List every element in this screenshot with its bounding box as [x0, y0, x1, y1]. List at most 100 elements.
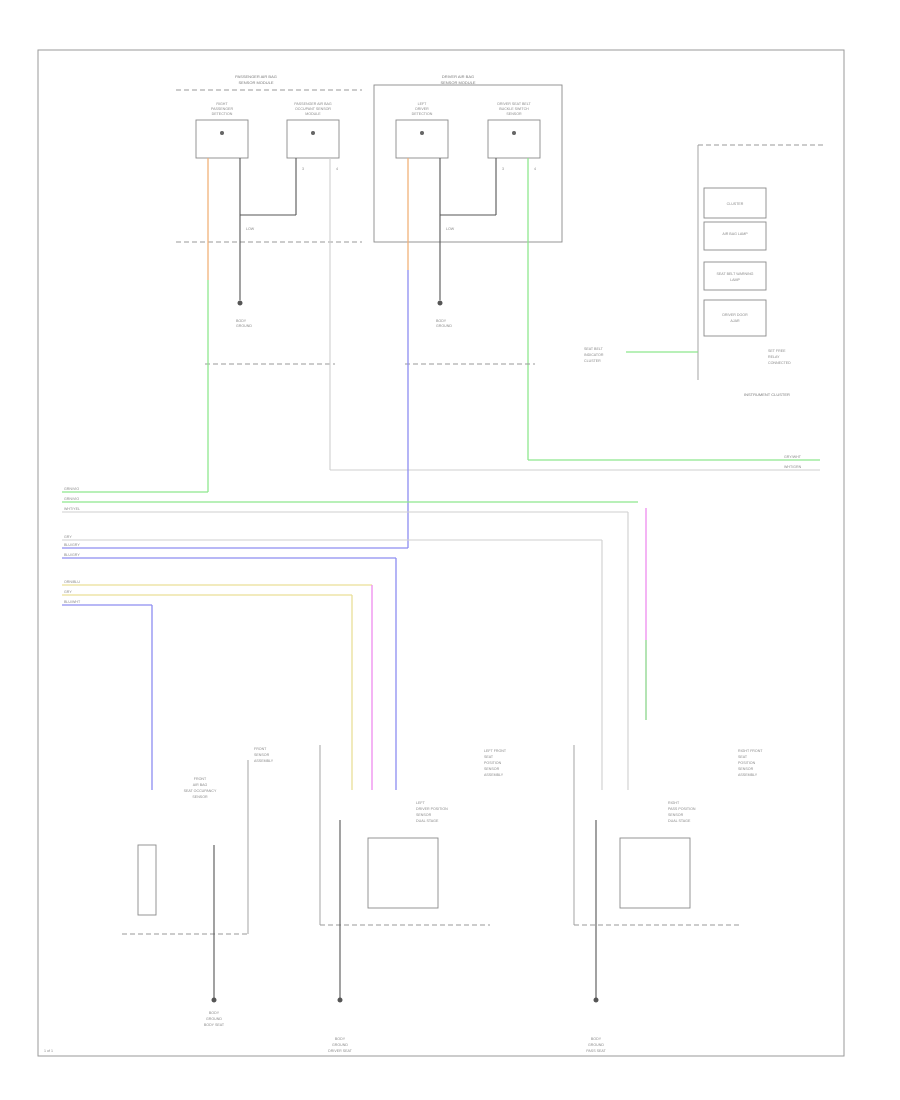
bus-wire-9: BLU/WHT	[64, 600, 81, 604]
top-left-sensor-b-line1: PASSENGER AIR BAG	[294, 102, 332, 106]
bottom-module-2-name-3: POSITION	[484, 761, 502, 765]
top-mid-pin-a: 3	[502, 167, 504, 171]
footer-left: 1 of 1	[44, 1049, 53, 1053]
top-left-sensor-a-line3: DETECTION	[212, 112, 233, 116]
top-mid-ground-line2: GROUND	[436, 324, 452, 328]
top-left-jumper: LOW	[246, 227, 255, 231]
top-mid-ground-line1: BODY	[436, 319, 447, 323]
bottom-module-1-name-1: FRONT	[254, 747, 267, 751]
right-tap-1: GRY/WHT	[784, 455, 802, 459]
instrument-cluster: CLUSTER AIR BAG LAMP SEAT BELT WARNING L…	[584, 144, 825, 397]
top-mid-sensor-b-line2: BUCKLE SWITCH	[499, 107, 529, 111]
bottom-module-3-name-4: SENSOR	[738, 767, 754, 771]
cluster-item-3: SEAT BELT WARNING	[717, 272, 754, 276]
bottom-module-3-name-3: POSITION	[738, 761, 756, 765]
ground-symbol	[237, 300, 243, 306]
top-mid-sensor-b-line1: DRIVER SEAT BELT	[497, 102, 531, 106]
top-mid-module: DRIVER AIR BAG SENSOR MODULE LEFT DRIVER…	[373, 74, 563, 460]
top-left-sensor-a-line1: RIGHT	[216, 102, 228, 106]
cluster-name: INSTRUMENT CLUSTER	[744, 392, 790, 397]
cluster-input-line3: CLUSTER	[584, 359, 601, 363]
top-mid-pin-b: 4	[534, 167, 536, 171]
ground-symbol	[437, 300, 443, 306]
bottom-module-2-inner-4: DUAL STAGE	[416, 819, 439, 823]
bottom-module-2-name-4: SENSOR	[484, 767, 500, 771]
bottom-module-2-ground-3: DRIVER SEAT	[328, 1049, 353, 1053]
bottom-module-3-name-1: RIGHT FRONT	[738, 749, 763, 753]
bottom-module-2-ground-1: BODY	[335, 1037, 346, 1041]
bottom-module-2-name-1: LEFT FRONT	[484, 749, 507, 753]
top-left-module-title: PASSENGER AIR BAG	[235, 74, 277, 79]
bottom-module-3-inner-4: DUAL STAGE	[668, 819, 691, 823]
cluster-item-4: LAMP	[730, 278, 740, 282]
top-mid-module-title: DRIVER AIR BAG	[442, 74, 474, 79]
bottom-module-2-ground-2: GROUND	[332, 1043, 348, 1047]
bus-wire-8: GRY	[64, 590, 72, 594]
bottom-module-2-inner-2: DRIVER POSITION	[416, 807, 448, 811]
bottom-module-3-inner-2: PASS POSITION	[668, 807, 696, 811]
cluster-item-6: AJAR	[730, 319, 740, 323]
ground-symbol	[337, 997, 343, 1003]
bottom-module-3-inner-3: SENSOR	[668, 813, 684, 817]
bottom-module-1-name-2: SENSOR	[254, 753, 270, 757]
bottom-module-1-inner-3: SEAT OCCUPANCY	[184, 789, 217, 793]
cluster-output-line3: CONNECTED	[768, 361, 791, 365]
top-mid-jumper: LOW	[446, 227, 455, 231]
bottom-module-3-ground-2: GROUND	[588, 1043, 604, 1047]
bottom-module-1-inner-2: AIR BAG	[193, 783, 208, 787]
bottom-module-1-inner-4: SENSOR	[192, 795, 208, 799]
cluster-item-2: AIR BAG LAMP	[722, 232, 748, 236]
bus-wire-7: ORN/BLU	[64, 580, 80, 584]
bottom-module-1-name-3: ASSEMBLY	[254, 759, 274, 763]
left-bus: GRN/VIO GRN/VIO WHT/YEL GRY BLU/GRY BLU/…	[62, 487, 647, 720]
top-left-pin-a: 3	[302, 167, 304, 171]
right-tap-2: WHT/GRN	[784, 465, 802, 469]
bottom-module-3-ground-1: BODY	[591, 1037, 602, 1041]
top-mid-sensor-b-line3: SENSOR	[506, 112, 522, 116]
bottom-module-1-inner-1: FRONT	[194, 777, 207, 781]
top-mid-module-subtitle: SENSOR MODULE	[440, 80, 475, 85]
cluster-output-line1: SET FREE	[768, 349, 786, 353]
bottom-module-3-name-5: ASSEMBLY	[738, 773, 758, 777]
bus-wire-5: BLU/GRY	[64, 543, 80, 547]
top-left-ground-line2: GROUND	[236, 324, 252, 328]
top-mid-sensor-a-line3: DETECTION	[412, 112, 433, 116]
top-left-ground-line1: BODY	[236, 319, 247, 323]
bottom-module-1: FRONT SENSOR ASSEMBLY FRONT AIR BAG SEAT…	[122, 747, 274, 1027]
bus-wire-4: GRY	[64, 535, 72, 539]
ground-symbol	[211, 997, 217, 1003]
bottom-module-3: RIGHT FRONT SEAT POSITION SENSOR ASSEMBL…	[573, 745, 763, 1053]
cluster-input-line2: INDICATOR	[584, 353, 604, 357]
top-left-sensor-b-line2: OCCUPANT SENSOR	[295, 107, 331, 111]
bottom-module-3-ground-3: PASS SEAT	[586, 1049, 606, 1053]
cluster-output-line2: RELAY	[768, 355, 780, 359]
bottom-module-1-ground-1: BODY	[209, 1011, 220, 1015]
top-left-module: PASSENGER AIR BAG SENSOR MODULE RIGHT PA…	[176, 74, 362, 328]
cluster-item-5: DRIVER DOOR	[722, 313, 748, 317]
bottom-module-1-ground-2: GROUND	[206, 1017, 222, 1021]
bottom-module-3-inner-1: RIGHT	[668, 801, 680, 805]
top-left-pin-b: 4	[336, 167, 338, 171]
top-mid-sensor-a-line1: LEFT	[418, 102, 428, 106]
bottom-module-2-name-5: ASSEMBLY	[484, 773, 504, 777]
cluster-item-1: CLUSTER	[727, 202, 744, 206]
bottom-module-2: LEFT FRONT SEAT POSITION SENSOR ASSEMBLY…	[319, 745, 507, 1053]
top-left-module-subtitle: SENSOR MODULE	[238, 80, 273, 85]
ground-symbol	[593, 997, 599, 1003]
bus-wire-6: BLU/GRY	[64, 553, 80, 557]
bottom-module-2-inner-3: SENSOR	[416, 813, 432, 817]
diagram-frame	[37, 49, 845, 1057]
top-left-sensor-a-line2: PASSENGER	[211, 107, 234, 111]
bottom-module-2-inner-1: LEFT	[416, 801, 426, 805]
top-left-sensor-b-line3: MODULE	[305, 112, 321, 116]
bus-wire-3: WHT/YEL	[64, 507, 80, 511]
top-mid-sensor-a-line2: DRIVER	[415, 107, 429, 111]
bottom-module-1-ground-3: BODY SEAT	[204, 1023, 225, 1027]
bus-wire-2: GRN/VIO	[64, 497, 79, 501]
cluster-input-line1: SEAT BELT	[584, 347, 604, 351]
bus-wire-1: GRN/VIO	[64, 487, 79, 491]
bottom-module-3-name-2: SEAT	[738, 755, 748, 759]
bottom-module-2-name-2: SEAT	[484, 755, 494, 759]
